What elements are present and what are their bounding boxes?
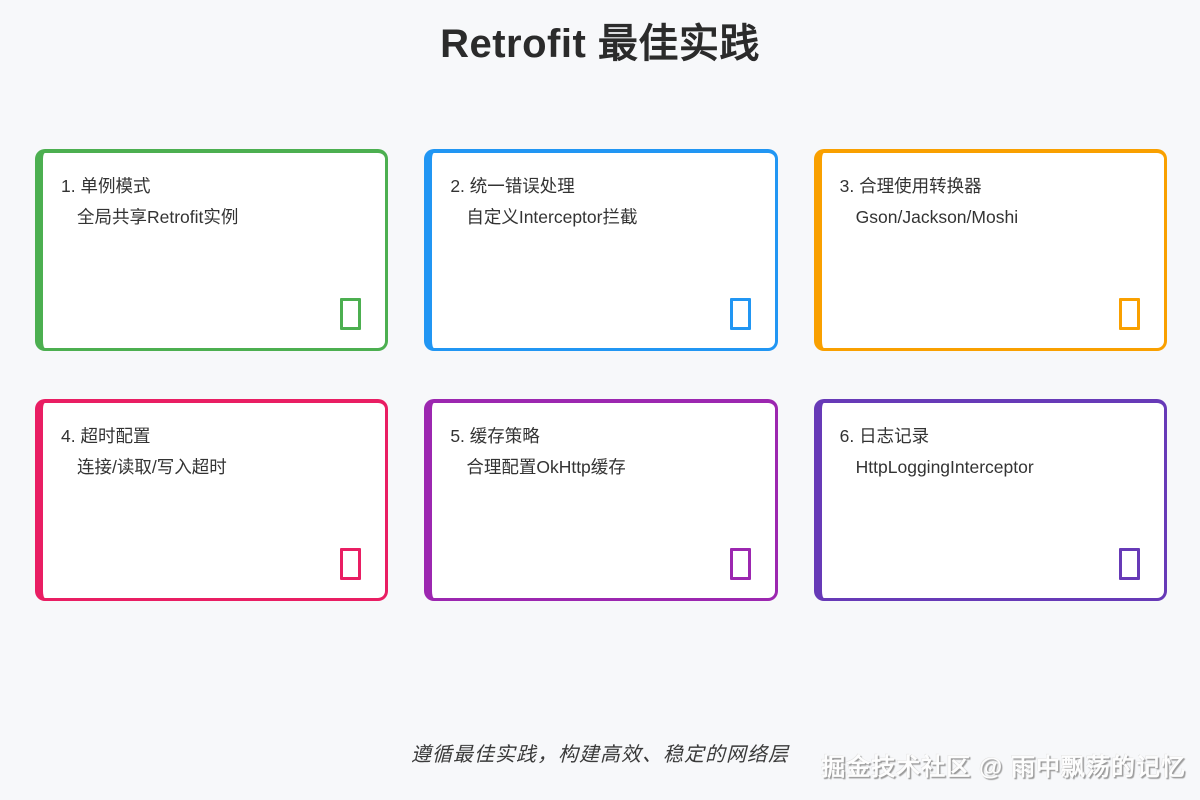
practice-card-converters: 3. 合理使用转换器 Gson/Jackson/Moshi [813,149,1167,351]
missing-glyph-icon [729,298,751,330]
card-title: 4. 超时配置 [61,426,151,446]
footer-tagline: 遵循最佳实践，构建高效、稳定的网络层 [411,744,789,766]
practice-card-cache: 5. 缓存策略 合理配置OkHttp缓存 [424,399,778,601]
watermark: 掘金技术社区 @ 雨中飘荡的记忆 [821,754,1186,781]
card-subtitle: 全局共享Retrofit实例 [77,207,239,227]
practice-card-logging: 6. 日志记录 HttpLoggingInterceptor [813,399,1167,601]
card-subtitle: 自定义Interceptor拦截 [466,207,638,227]
practice-card-grid: 1. 单例模式 全局共享Retrofit实例 2. 统一错误处理 自定义Inte… [35,149,1167,601]
card-title: 3. 合理使用转换器 [839,176,982,196]
missing-glyph-icon [340,298,362,330]
card-subtitle: 合理配置OkHttp缓存 [466,457,626,477]
card-title: 2. 统一错误处理 [450,176,575,196]
card-title: 1. 单例模式 [61,176,151,196]
card-subtitle: 连接/读取/写入超时 [77,457,227,477]
missing-glyph-icon [1119,298,1140,330]
practice-card-singleton: 1. 单例模式 全局共享Retrofit实例 [35,149,389,351]
card-subtitle: HttpLoggingInterceptor [855,457,1034,477]
missing-glyph-icon [729,548,751,580]
card-title: 5. 缓存策略 [450,426,540,446]
page-title: Retrofit 最佳实践 [440,22,760,66]
card-subtitle: Gson/Jackson/Moshi [855,207,1019,227]
card-title: 6. 日志记录 [839,426,930,446]
practice-card-timeout: 4. 超时配置 连接/读取/写入超时 [35,399,389,601]
missing-glyph-icon [340,548,362,580]
missing-glyph-icon [1119,548,1140,580]
practice-card-error-handling: 2. 统一错误处理 自定义Interceptor拦截 [424,149,778,351]
